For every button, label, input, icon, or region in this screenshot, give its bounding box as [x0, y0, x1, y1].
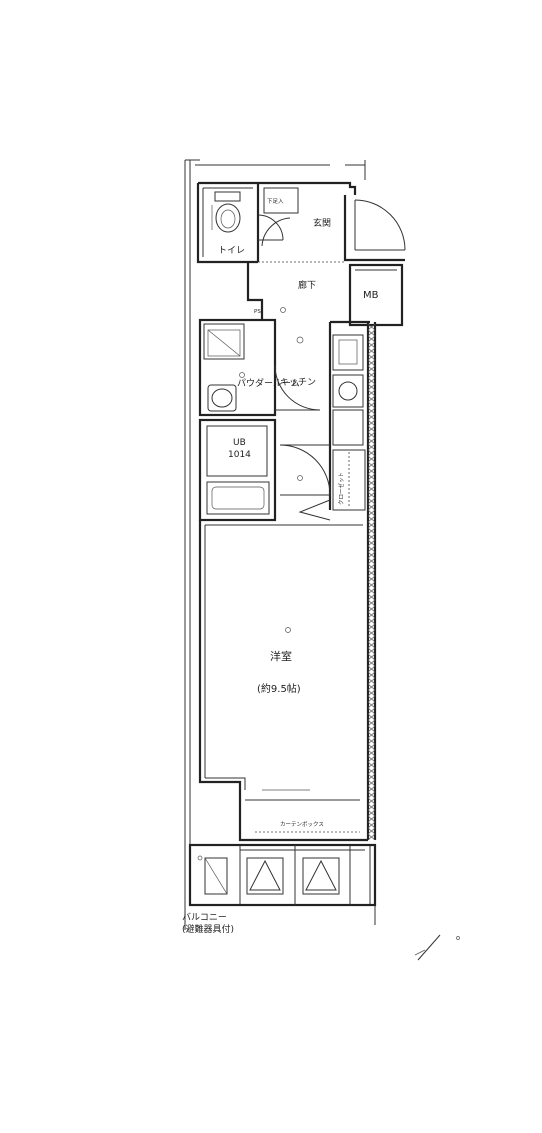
- outdoor-unit-icon-1: [246, 857, 284, 895]
- powder-room-label: パウダールーム: [237, 377, 300, 389]
- main-room-label: 洋室: [270, 649, 292, 663]
- closet-label: クローゼット: [337, 472, 345, 505]
- unit-bath-size: 1014: [228, 450, 251, 460]
- evacuation-hatch-icon: [197, 855, 228, 895]
- balcony-label: バルコニー: [182, 912, 227, 923]
- outer-context-lines: [184, 159, 376, 930]
- curtain-rail: [255, 789, 360, 833]
- fixtures: [197, 191, 460, 961]
- hatched-wall: [367, 323, 376, 841]
- hallway-label: 廊下: [298, 279, 316, 291]
- shoe-box-label: 下足入: [267, 198, 284, 205]
- unit-bath-label: UB: [233, 438, 246, 448]
- doors: [257, 199, 406, 521]
- toilet-fixture-icon: [211, 191, 241, 233]
- toilet-label: トイレ: [218, 246, 245, 256]
- main-room-area: (約9.5帖): [257, 682, 301, 695]
- room-labels: トイレ 玄関 下足入 廊下 MB PS パウダールーム キッチン UB 1014…: [182, 198, 379, 935]
- ps-label: PS: [254, 309, 261, 315]
- washbasin-icon: [207, 384, 237, 412]
- balcony-note: (避難器具付): [182, 923, 234, 935]
- refrigerator-icon: [338, 339, 358, 365]
- curtain-rail-label: カーテンボックス: [280, 820, 324, 828]
- north-arrow-icon: [414, 934, 460, 961]
- kitchen-label: キッチン: [280, 377, 316, 388]
- washer-space-icon: [207, 329, 241, 357]
- mb-label: MB: [363, 290, 379, 301]
- outdoor-unit-icon-2: [302, 857, 340, 895]
- entrance-label: 玄関: [313, 217, 331, 229]
